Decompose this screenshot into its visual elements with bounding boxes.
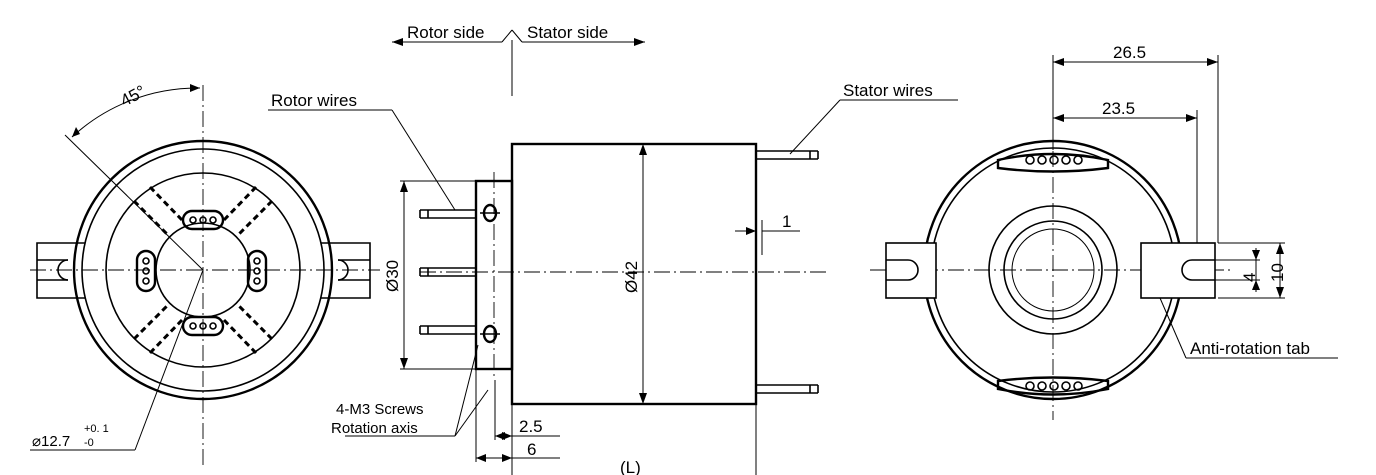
screws-label: 4-M3 Screws xyxy=(336,401,424,418)
anti-rotation-tab-label: Anti-rotation tab xyxy=(1190,339,1310,358)
stator-end-view xyxy=(870,55,1338,420)
slot-width-label: 4 xyxy=(1240,273,1259,282)
bore-tolerance-upper: +0. 1 xyxy=(84,423,109,435)
rotor-wire-group xyxy=(419,209,476,335)
rotor-end-view xyxy=(30,84,380,465)
flange-offset-label: 6 xyxy=(527,440,536,459)
rotor-side-label: Rotor side xyxy=(407,23,484,42)
tab-inner-dim-label: 23.5 xyxy=(1102,99,1135,118)
bore-tolerance-lower: -0 xyxy=(84,437,94,449)
flange-thickness-label: 2.5 xyxy=(519,417,543,436)
rotor-wires-label: Rotor wires xyxy=(271,91,357,110)
outer-housing-circle xyxy=(72,139,334,401)
body-diameter-label: Ø42 xyxy=(622,261,641,293)
length-label: (L) xyxy=(620,458,641,475)
rotation-axis-label: Rotation axis xyxy=(331,420,418,437)
flange-circle xyxy=(105,172,301,368)
angle-label: 45° xyxy=(117,82,149,111)
tab-width-label: 10 xyxy=(1268,263,1287,282)
stator-side-label: Stator side xyxy=(527,23,608,42)
stator-wires-label: Stator wires xyxy=(843,81,933,100)
flange-diameter-label: Ø30 xyxy=(383,260,402,292)
side-view xyxy=(268,29,958,475)
bore-diameter-label: ⌀12.7 xyxy=(32,433,70,450)
stator-wire-group xyxy=(756,150,819,394)
tab-outer-dim-label: 26.5 xyxy=(1113,43,1146,62)
gap-label: 1 xyxy=(782,212,791,231)
